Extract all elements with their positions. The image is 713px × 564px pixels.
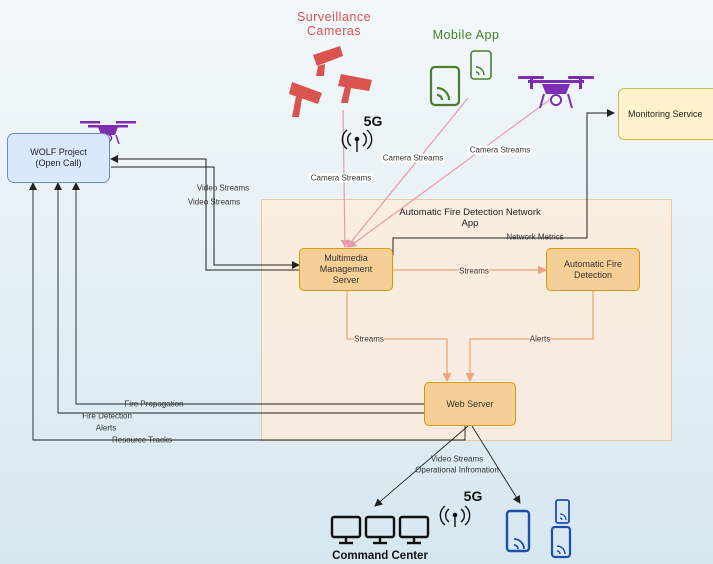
surveillance-camera-icon (338, 74, 372, 103)
edge-label-camera-streams: Camera Streams (467, 145, 533, 155)
monitor-icon (398, 515, 430, 545)
edge-label-fire-propagation: Fire Propagation (124, 399, 184, 409)
edge-mobile-to-multimedia (346, 97, 469, 248)
antenna-5g-icon (439, 505, 471, 527)
command-center-label: Command Center (332, 550, 428, 562)
edge-multimedia-to-monitoring (392, 109, 615, 255)
monitor-icon (364, 515, 396, 545)
edge-fire-propagation (72, 182, 424, 405)
edge-label-camera-streams: Camera Streams (308, 173, 374, 183)
surveillance-camera-icon (289, 82, 322, 117)
fiveg-top-label: 5G (363, 113, 383, 129)
surveillance-camera-icon (313, 46, 343, 76)
mobile-phone-icon (555, 499, 570, 524)
mobile-phone-icon (550, 525, 572, 559)
mobile-app-heading: Mobile App (432, 28, 500, 42)
edge-web-to-mobile (471, 425, 521, 504)
multimedia-server-node: Multimedia Management Server (299, 248, 393, 291)
monitoring-service-label: Monitoring Service (628, 108, 703, 119)
edge-label-video-streams: Video Streams (430, 454, 484, 464)
edge-label-fire-detection: Fire Detection (82, 411, 132, 421)
edge-label-video-streams: Video Streams (187, 197, 241, 207)
edge-label-operational-info: Operational Infromation (415, 465, 499, 475)
fire-detection-node: Automatic Fire Detection (546, 248, 640, 291)
web-server-label: Web Server (446, 398, 494, 409)
edge-label-alerts: Alerts (95, 423, 117, 433)
edge-drone-to-multimedia (348, 97, 553, 248)
edge-label-alerts: Alerts (529, 334, 551, 344)
edge-resource-tracks (29, 182, 466, 441)
mobile-app-icon (429, 50, 492, 107)
edge-web-to-command (374, 425, 469, 507)
web-server-node: Web Server (424, 382, 516, 426)
edge-label-resource-tracks: Resource Tracks (111, 435, 173, 445)
multimedia-server-label: Multimedia Management Server (319, 253, 373, 285)
mobile-phone-icon (505, 509, 531, 553)
edge-label-network-metrics: Network Metrics (506, 232, 564, 242)
edge-fire-detection (54, 182, 424, 414)
monitor-icon (330, 515, 362, 545)
drone-icon (518, 76, 594, 109)
fiveg-bottom-label: 5G (463, 488, 483, 504)
fire-detection-label: Automatic Fire Detection (563, 258, 623, 280)
wolf-project-label: WOLF Project (Open Call) (30, 147, 87, 168)
edge-video-streams-out (110, 155, 299, 271)
network-app-title: Automatic Fire Detection Network App (399, 207, 541, 229)
edge-multimedia-to-web (346, 291, 452, 382)
edge-label-camera-streams: Camera Streams (380, 153, 446, 163)
antenna-5g-icon (341, 129, 373, 152)
edge-video-streams-in (111, 166, 300, 269)
edge-label-streams: Streams (459, 266, 489, 276)
monitoring-service-node: Monitoring Service (618, 88, 713, 140)
edge-label-streams: Streams (354, 334, 384, 344)
wolf-project-node: WOLF Project (Open Call) (7, 133, 110, 183)
edge-label-video-streams: Video Streams (196, 183, 250, 193)
cameras-heading: Surveillance Cameras (296, 10, 372, 38)
